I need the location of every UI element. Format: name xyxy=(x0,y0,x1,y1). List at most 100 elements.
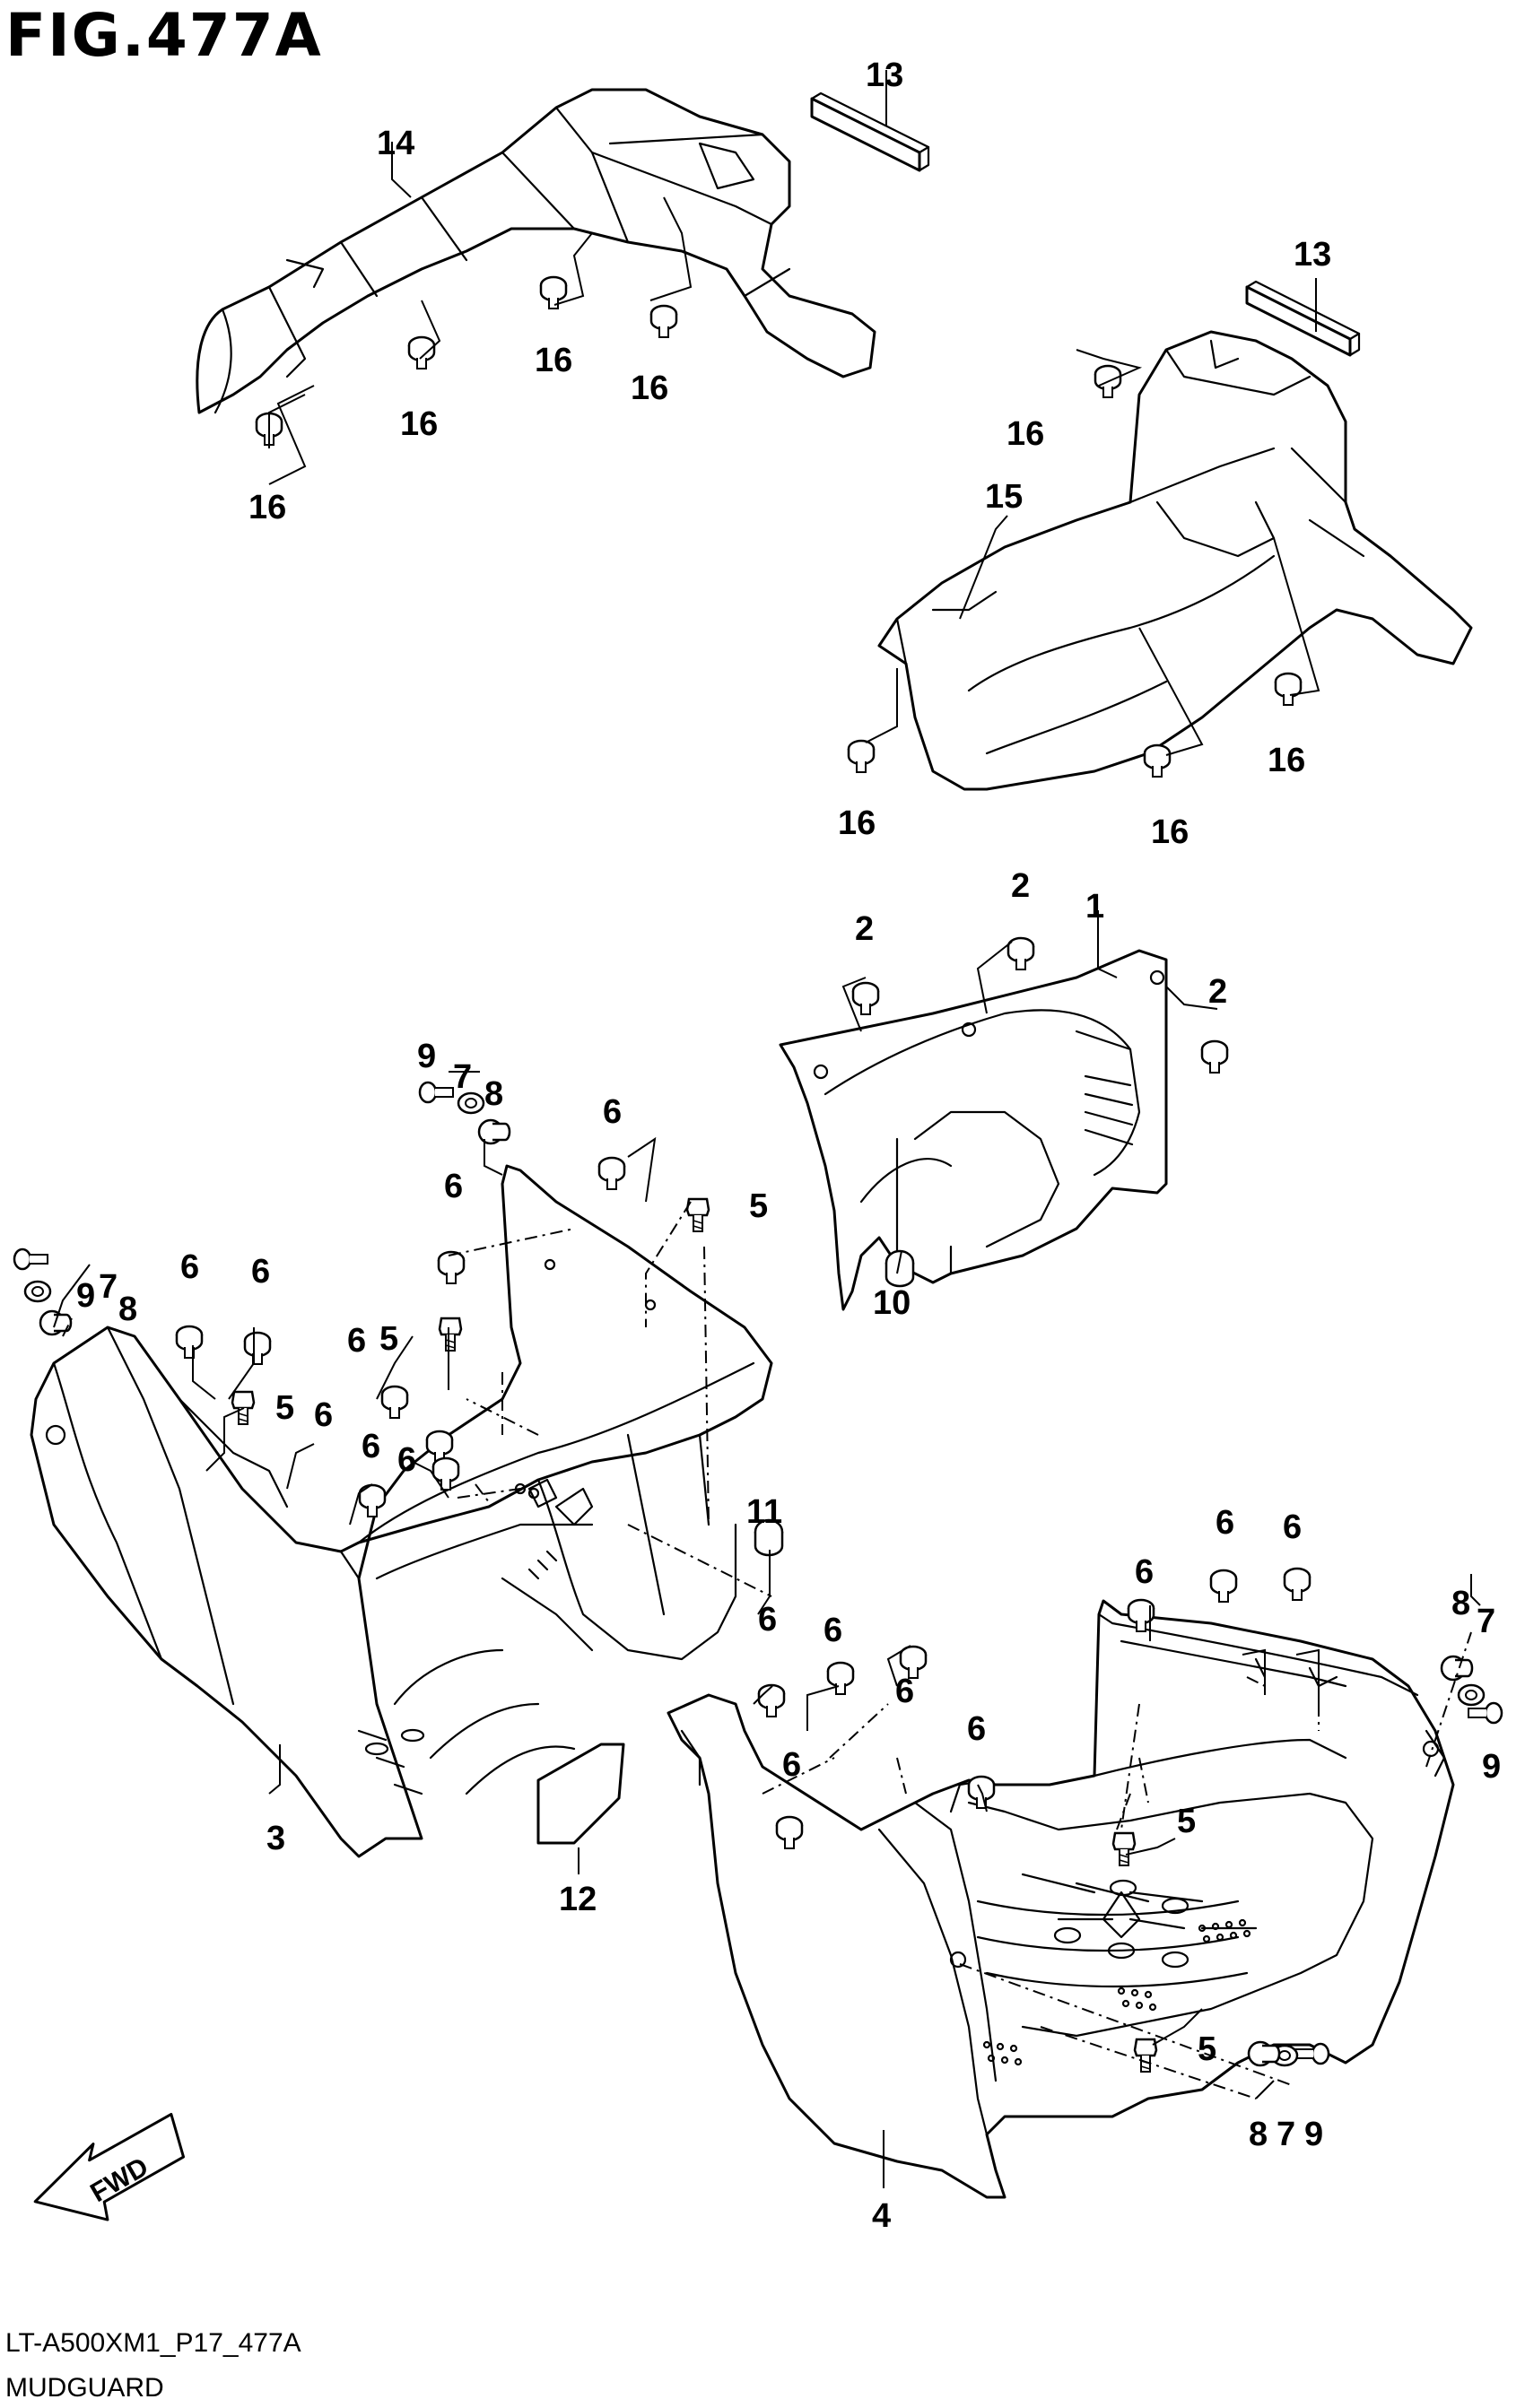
callout-16: 16 xyxy=(1006,415,1044,453)
callout-6: 6 xyxy=(824,1612,842,1649)
clip-2 xyxy=(851,981,880,1015)
part-15-front-fender-cover xyxy=(877,330,1473,791)
installation-lines xyxy=(62,1201,1472,2099)
callout-7: 7 xyxy=(1277,2116,1295,2153)
callout-5: 5 xyxy=(275,1389,294,1427)
clip-16 xyxy=(847,739,876,773)
callout-6: 6 xyxy=(1216,1504,1234,1542)
callout-16: 16 xyxy=(535,342,572,379)
callout-7: 7 xyxy=(99,1268,118,1306)
clip-16 xyxy=(407,335,436,369)
clip-6 xyxy=(775,1815,804,1849)
figure-title: FIG.477A xyxy=(5,1,323,70)
clip-6 xyxy=(175,1325,204,1359)
callout-8: 8 xyxy=(118,1291,137,1328)
fwd-arrow: FWD xyxy=(33,2112,186,2221)
clip-16 xyxy=(1143,743,1172,778)
leader-lines xyxy=(53,70,1481,2188)
clip-16 xyxy=(1274,672,1303,706)
part-12-pad xyxy=(536,1743,625,1845)
callout-6: 6 xyxy=(347,1322,366,1360)
fasteners xyxy=(13,275,1503,2073)
part-3-left-mudguard xyxy=(30,1164,773,1858)
bolt-5 xyxy=(1111,1831,1137,1866)
clip-6 xyxy=(597,1156,626,1190)
part-4-right-mudguard xyxy=(667,1599,1455,2199)
clip-6 xyxy=(899,1645,928,1679)
clip-2 xyxy=(1006,936,1035,970)
callout-6: 6 xyxy=(314,1396,333,1434)
callout-5: 5 xyxy=(379,1320,398,1358)
callout-2: 2 xyxy=(1208,973,1227,1011)
bolt-5 xyxy=(231,1390,256,1425)
callout-2: 2 xyxy=(1011,867,1030,905)
bolt-9 xyxy=(418,1081,454,1104)
clip-16 xyxy=(649,304,678,338)
washer-7 xyxy=(1457,1683,1486,1707)
callout-16: 16 xyxy=(838,804,876,842)
callout-8: 8 xyxy=(1451,1585,1470,1622)
grommet-11 xyxy=(754,1518,784,1557)
callout-9: 9 xyxy=(76,1277,95,1315)
part-1-front-inner-panel xyxy=(779,949,1168,1311)
callout-9: 9 xyxy=(417,1038,436,1075)
callout-5: 5 xyxy=(749,1187,768,1225)
callout-5: 5 xyxy=(1198,2030,1216,2068)
clip-6 xyxy=(826,1661,855,1695)
clip-6 xyxy=(243,1331,272,1365)
callout-6: 6 xyxy=(758,1601,777,1639)
collar-8 xyxy=(1247,2040,1281,2067)
part-13-strip-upper xyxy=(810,91,930,172)
callout-8: 8 xyxy=(1249,2116,1268,2153)
callout-6: 6 xyxy=(444,1168,463,1205)
callout-16: 16 xyxy=(1151,813,1189,851)
callout-2: 2 xyxy=(855,910,874,948)
bolt-5 xyxy=(685,1197,710,1232)
callout-7: 7 xyxy=(453,1058,472,1096)
callout-6: 6 xyxy=(251,1253,270,1291)
callout-9: 9 xyxy=(1482,1748,1501,1786)
clip-6 xyxy=(1283,1567,1312,1601)
callout-6: 6 xyxy=(180,1248,199,1286)
callout-6: 6 xyxy=(1135,1553,1154,1591)
callout-13: 13 xyxy=(1294,236,1331,274)
callout-15: 15 xyxy=(985,478,1023,516)
callout-11: 11 xyxy=(746,1493,782,1531)
callout-12: 12 xyxy=(559,1881,597,1918)
callout-16: 16 xyxy=(1268,742,1305,779)
callout-6: 6 xyxy=(967,1710,986,1748)
clip-6 xyxy=(431,1456,460,1491)
washer-7 xyxy=(457,1091,485,1115)
callout-14: 14 xyxy=(377,125,414,162)
tread-holes xyxy=(982,1918,1251,2066)
grommet-10 xyxy=(884,1249,915,1288)
callout-7: 7 xyxy=(1477,1603,1495,1640)
clip-2 xyxy=(1200,1039,1229,1074)
callout-8: 8 xyxy=(484,1075,503,1113)
collar-8 xyxy=(477,1118,511,1145)
callout-6: 6 xyxy=(397,1441,416,1479)
callout-5: 5 xyxy=(1177,1803,1196,1840)
clip-16 xyxy=(539,275,568,309)
callout-13: 13 xyxy=(866,57,903,94)
clip-6 xyxy=(437,1250,466,1284)
clip-6 xyxy=(1127,1598,1155,1632)
callout-16: 16 xyxy=(400,405,438,443)
bolt-5 xyxy=(438,1317,463,1352)
callout-16: 16 xyxy=(631,369,668,407)
callout-1: 1 xyxy=(1085,888,1104,926)
clip-6 xyxy=(1209,1569,1238,1603)
callout-16: 16 xyxy=(248,489,286,526)
callout-6: 6 xyxy=(362,1428,380,1465)
callout-6: 6 xyxy=(1283,1508,1302,1546)
bolt-9 xyxy=(1294,2042,1330,2065)
callout-4: 4 xyxy=(872,2197,891,2235)
bolt-9 xyxy=(13,1247,48,1271)
callout-6: 6 xyxy=(603,1093,622,1131)
clip-6 xyxy=(757,1683,786,1717)
collar-8 xyxy=(1440,1655,1474,1682)
clip-6 xyxy=(380,1385,409,1419)
callout-labels: 14 13 13 16 16 16 16 16 15 16 16 16 1 2 … xyxy=(76,57,1501,2235)
washer-7 xyxy=(23,1280,52,1303)
